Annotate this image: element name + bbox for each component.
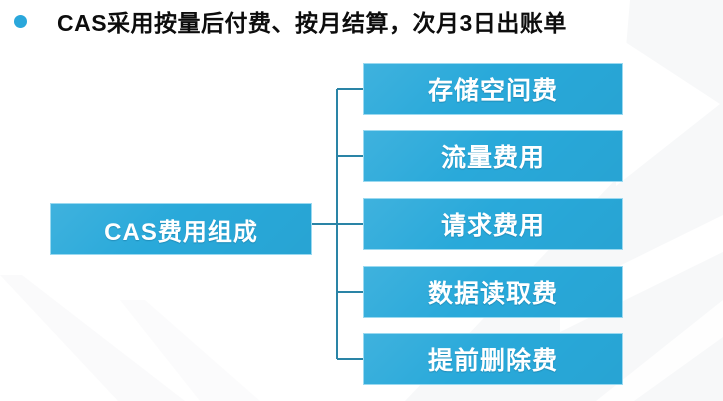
branch-box-early-deletion-fee: 提前删除费 <box>363 333 623 385</box>
branch-box-data-retrieval-fee: 数据读取费 <box>363 266 623 318</box>
branch-box-storage-space-fee: 存储空间费 <box>363 63 623 115</box>
branch-box-traffic-fee: 流量费用 <box>363 130 623 182</box>
branch-box-request-fee: 请求费用 <box>363 198 623 250</box>
bullet-dot-icon <box>14 15 27 28</box>
play-triangle-icon <box>616 36 720 186</box>
slide-title: CAS采用按量后付费、按月结算，次月3日出账单 <box>57 10 567 36</box>
root-box-cas-fee-composition: CAS费用组成 <box>50 203 312 255</box>
title-row: CAS采用按量后付费、按月结算，次月3日出账单 <box>0 0 723 48</box>
